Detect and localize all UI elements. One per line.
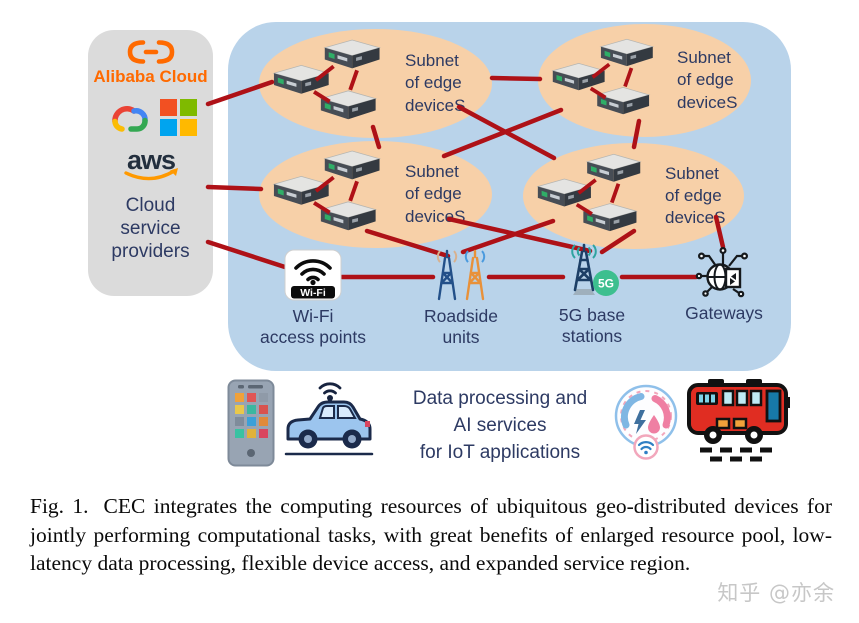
edge-device-icon	[320, 201, 377, 231]
edge-device-icon	[600, 38, 654, 67]
architecture-figure: Alibaba Cloud a	[88, 22, 791, 467]
edge-device-icon	[586, 153, 641, 182]
alibaba-cloud-label: Alibaba Cloud	[93, 67, 208, 86]
edge-device-icon	[324, 39, 381, 69]
alibaba-cloud-icon	[127, 40, 174, 64]
microsoft-icon	[159, 99, 197, 136]
aws-label: aws	[126, 145, 174, 175]
wifi-icon: Wi-Fi	[284, 249, 342, 301]
edge-device-icon	[596, 86, 650, 115]
aws-icon: aws	[123, 145, 178, 181]
connected-car-icon	[284, 382, 374, 456]
gateways-node: Gateways	[668, 244, 780, 324]
edge-device-icon	[320, 90, 377, 120]
roadside-units-icon	[436, 249, 486, 301]
figure-caption: Fig. 1.CEC integrates the computing reso…	[30, 492, 832, 578]
edge-device-cluster	[552, 38, 654, 115]
edge-device-cluster	[537, 153, 641, 232]
figure-number: Fig. 1.	[30, 494, 89, 518]
edge-device-icon	[273, 64, 330, 95]
google-cloud-icon	[111, 105, 148, 132]
watermark: 知乎 @亦余	[717, 581, 835, 605]
smartphone-icon	[227, 379, 275, 467]
cloud-panel-caption: Cloud service providers	[111, 195, 190, 263]
edge-device-icon	[552, 62, 606, 91]
edge-device-cluster	[273, 39, 381, 120]
bus-icon	[687, 379, 790, 462]
wifi-badge: Wi-Fi	[300, 287, 326, 299]
cloud-providers-panel: Alibaba Cloud a	[88, 30, 213, 296]
smart-meter-icon	[614, 384, 678, 460]
gateways-label: Gateways	[685, 303, 763, 323]
edge-device-icon	[537, 177, 592, 207]
cloud-logos-row	[105, 99, 197, 136]
5g-station-icon: 5G	[571, 243, 619, 296]
edge-device-icon	[582, 202, 637, 232]
iot-services-text: Data processing and AI services for IoT …	[412, 388, 588, 463]
edge-device-icon	[273, 175, 330, 206]
edge-device-cluster	[273, 150, 381, 231]
edge-device-icon	[324, 150, 381, 180]
5g-badge: 5G	[598, 277, 614, 291]
caption-text: CEC integrates the computing resources o…	[30, 494, 832, 576]
gateways-icon	[695, 246, 748, 298]
